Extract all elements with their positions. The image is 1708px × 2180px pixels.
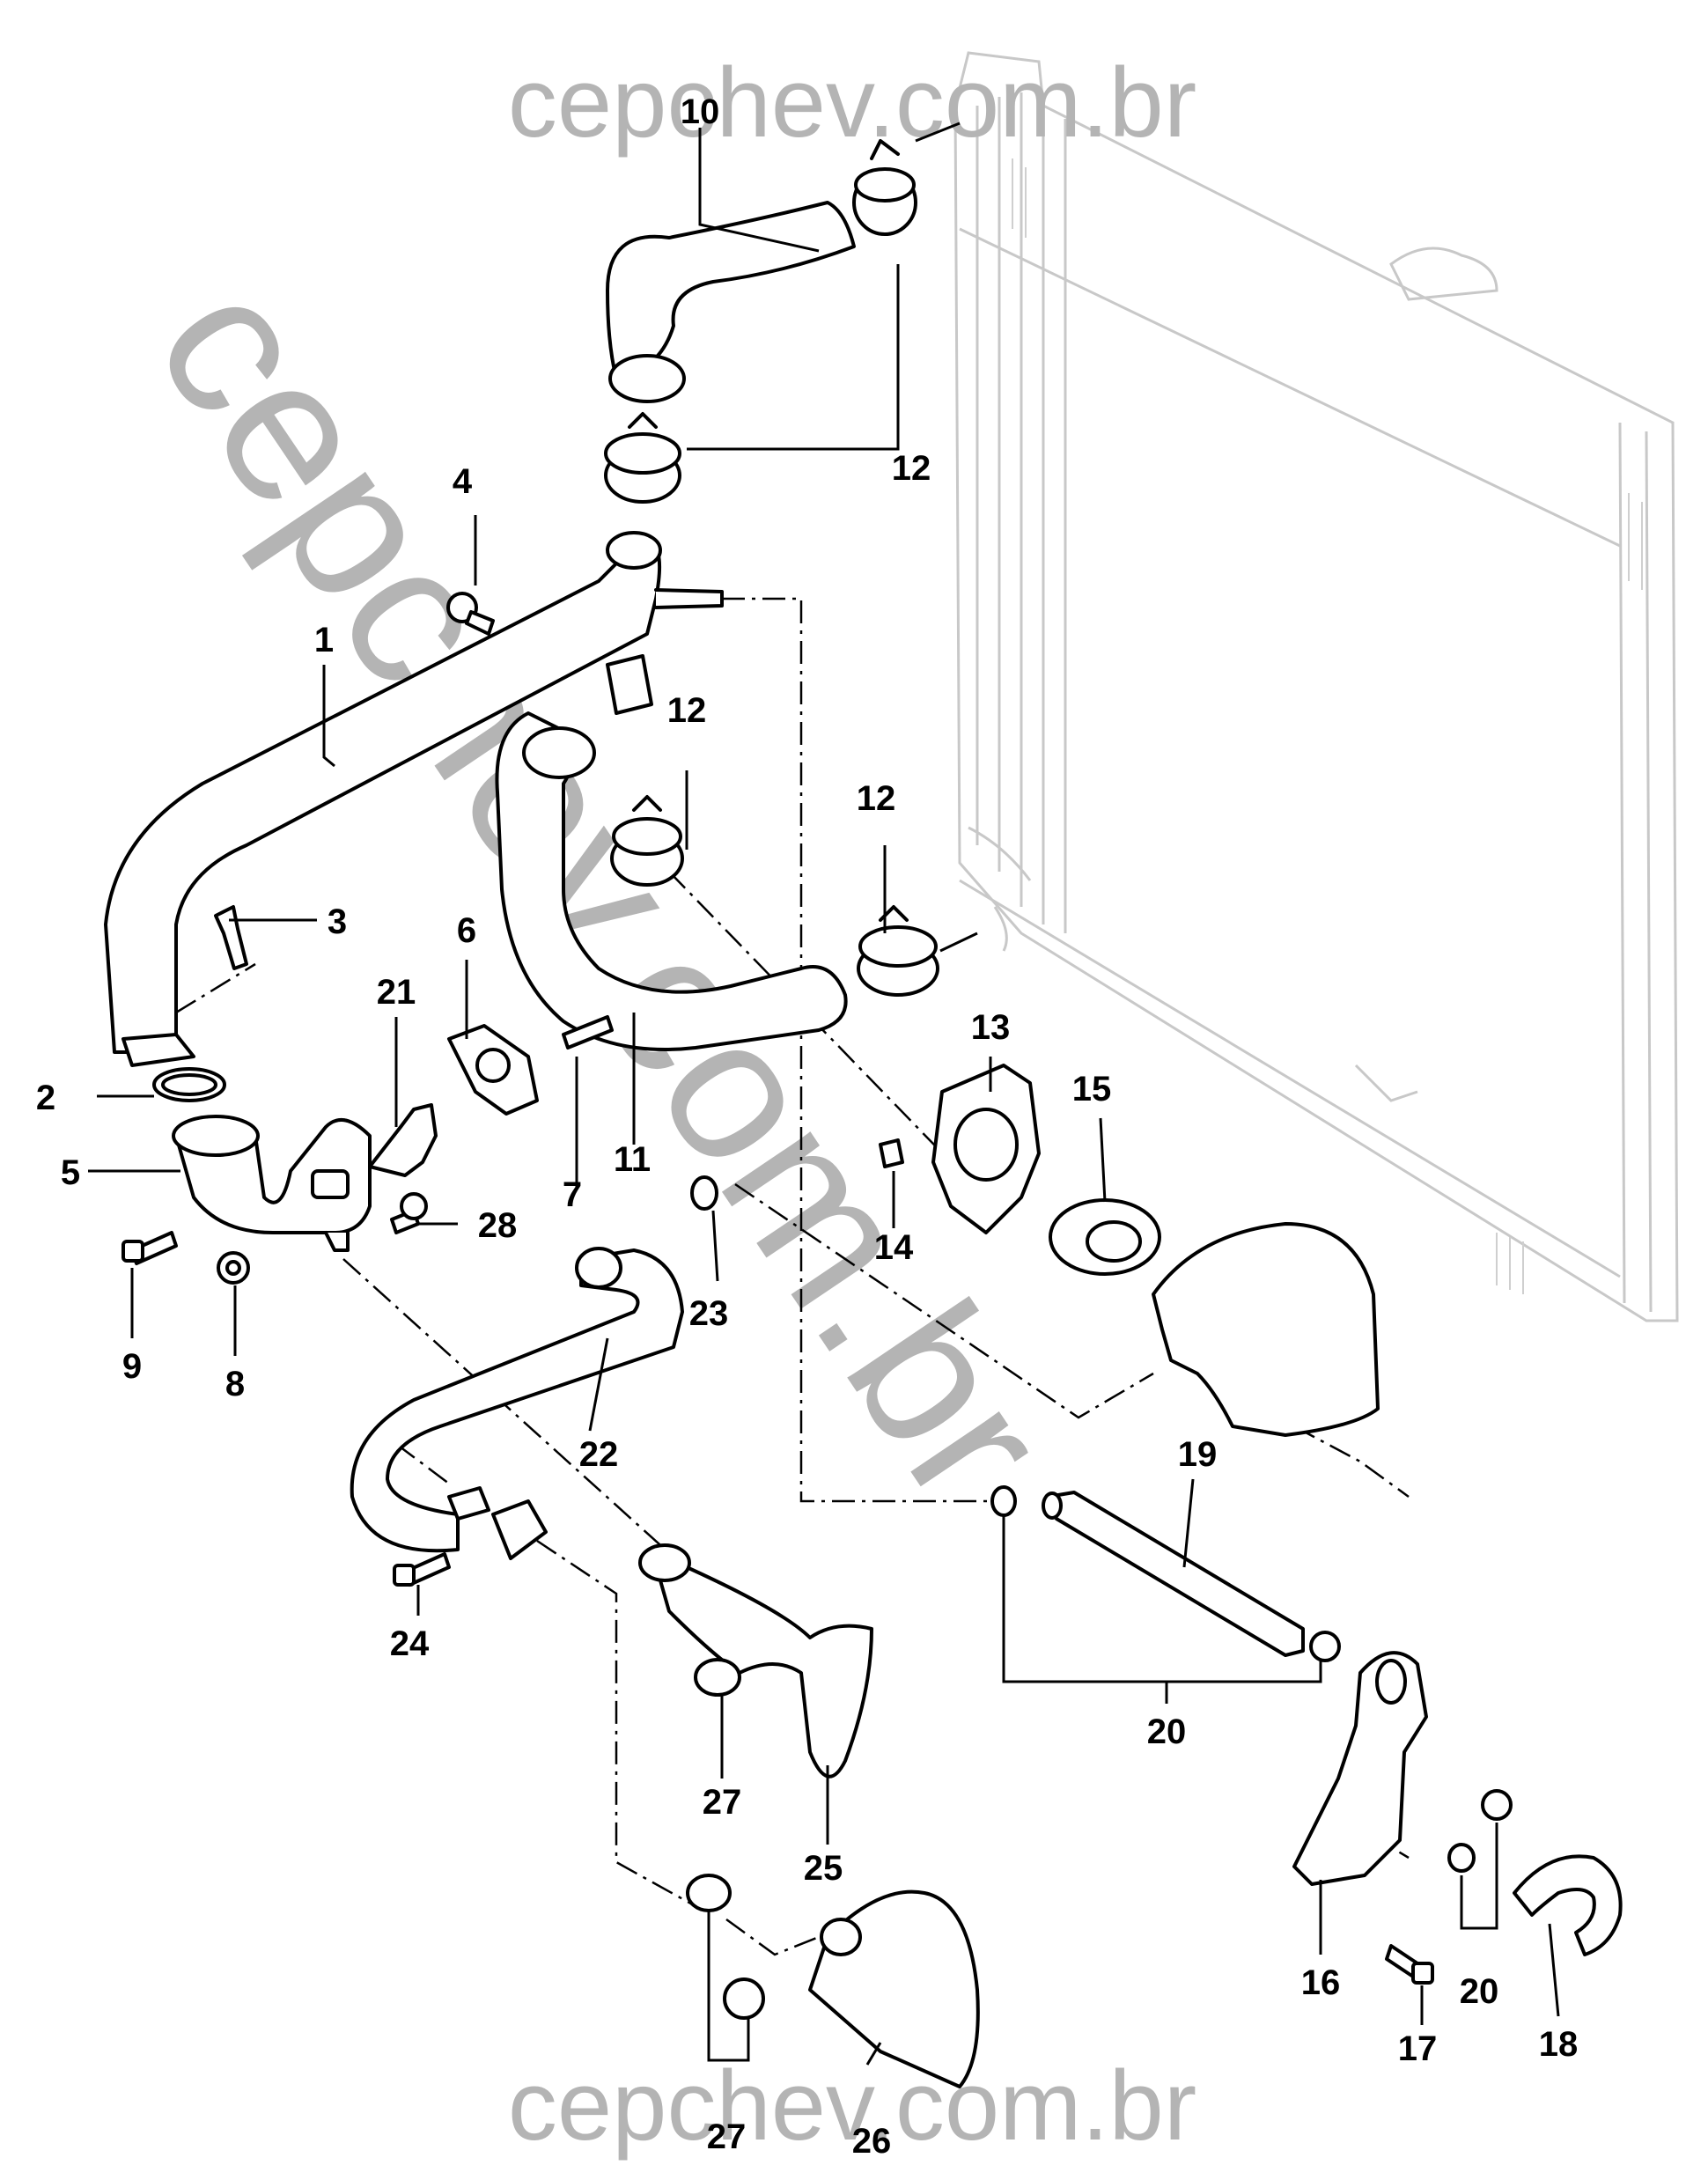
callout-12-top: 12 [892,449,931,488]
bolt-4 [446,592,495,636]
hose-19 [1042,1491,1305,1657]
bolt-14 [879,1138,904,1168]
temperature-sensor-21 [368,1103,438,1177]
leader-lines [88,122,1560,2066]
o-ring-2 [152,1067,226,1102]
callout-22: 22 [579,1435,619,1474]
clip-20-d [1447,1843,1476,1873]
callout-1: 1 [314,621,334,659]
callout-21: 21 [377,973,416,1012]
callout-23: 23 [689,1294,729,1333]
callout-5: 5 [61,1153,80,1192]
callout-19: 19 [1178,1435,1218,1474]
callout-20-lower: 20 [1460,1972,1499,2011]
clip-27-lower-a [686,1874,732,1912]
clip-20-c [1481,1789,1513,1821]
callout-15: 15 [1072,1070,1112,1108]
upper-radiator-hose [606,201,856,403]
callout-11: 11 [614,1140,651,1179]
thermostat-cover-13 [931,1064,1041,1234]
callout-12-mid: 12 [667,691,707,730]
callout-3: 3 [328,902,347,941]
clip-20-a [990,1485,1017,1517]
heater-hose-22 [350,1247,684,1553]
hose-18 [1513,1854,1623,1956]
callout-26: 26 [852,2122,892,2161]
callout-18: 18 [1539,2025,1579,2064]
watermark-top: cepchev.com.br [508,48,1196,158]
hose-clamp-mid-upper [604,412,681,504]
bracket-24-clip [447,1486,548,1560]
callout-24: 24 [390,1624,430,1663]
hose-clamp-center [610,795,684,887]
radiator-fins [1012,158,1643,1294]
callout-7: 7 [563,1175,582,1214]
callout-9: 9 [122,1347,142,1386]
callout-27-lower: 27 [707,2117,747,2156]
clip-27-lower-b [723,1977,765,2020]
o-ring-23 [690,1175,718,1211]
hose-clamp-top [852,139,917,236]
callout-20-upper: 20 [1147,1712,1187,1751]
watermark-bottom: cepchev.com.br [508,2051,1196,2161]
callout-12-right: 12 [857,779,896,818]
callout-numbers: 10 12 4 1 12 12 3 6 21 13 15 2 5 7 11 28… [36,92,1578,2161]
hose-25 [638,1543,873,1779]
callout-17: 17 [1398,2029,1438,2068]
callout-27-upper: 27 [703,1783,742,1822]
callout-25: 25 [804,1849,843,1888]
hose-clamp-right [857,905,939,997]
bolt-24 [393,1552,451,1587]
thermostat-15 [1049,1198,1161,1276]
bolt-9 [121,1231,178,1265]
clip-20-b [1309,1631,1341,1662]
callout-28: 28 [478,1206,518,1245]
callout-2: 2 [36,1079,55,1117]
callout-13: 13 [971,1008,1011,1047]
callout-14: 14 [874,1228,914,1267]
bracket-16 [1292,1651,1428,1886]
callout-16: 16 [1301,1963,1341,2002]
thermostat-housing [1152,1222,1380,1437]
callout-10: 10 [681,92,720,131]
callout-6: 6 [457,911,476,950]
bolt-3 [214,905,248,970]
callout-4: 4 [453,462,473,501]
coolant-pipe [104,531,724,1067]
alignment-lines [175,597,1410,1956]
stud-7 [562,1015,614,1049]
water-outlet-5 [172,1115,372,1252]
gasket-6 [447,1024,539,1116]
nut-8 [217,1251,250,1285]
bolt-17 [1385,1944,1434,1985]
radiator [953,51,1679,1322]
hose-26 [808,1889,980,2088]
callout-8: 8 [225,1365,245,1403]
bypass-hose [495,711,848,1051]
clip-27-upper [694,1658,741,1697]
bolt-28 [390,1192,428,1234]
